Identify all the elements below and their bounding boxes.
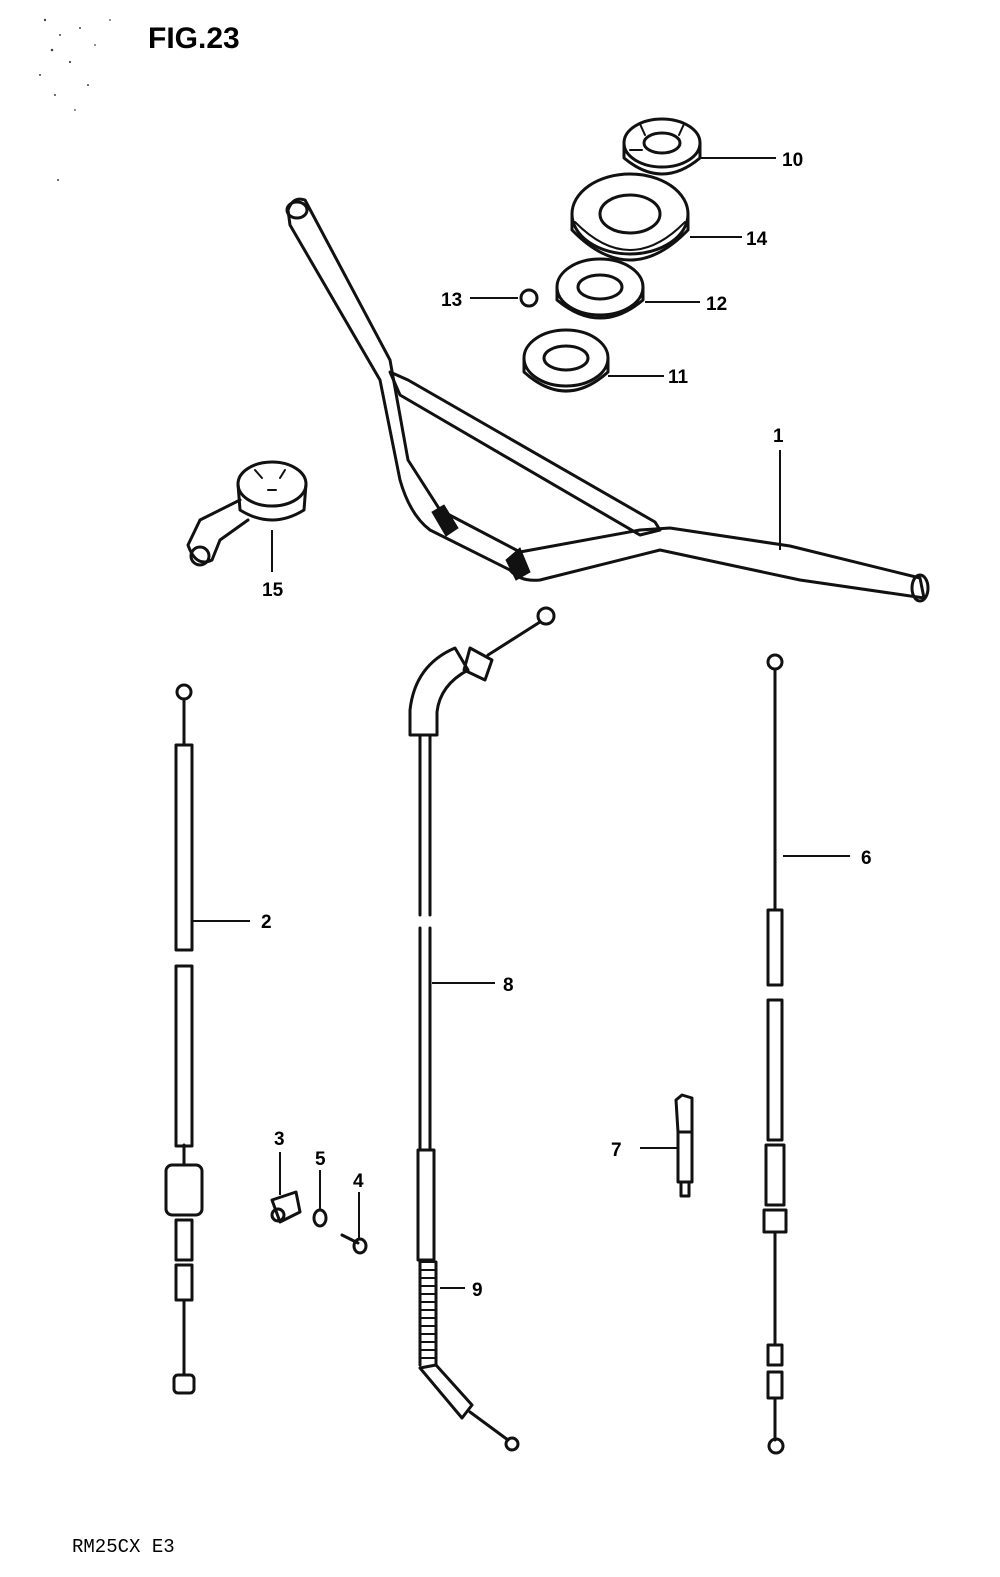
leader-lines	[193, 157, 850, 1289]
part-14-washer	[570, 172, 690, 262]
model-code: RM25CX E3	[72, 1536, 175, 1558]
part-7-adjuster	[674, 1093, 694, 1198]
callout-12: 12	[706, 294, 727, 315]
callout-4: 4	[353, 1171, 364, 1192]
part-5-washer	[312, 1208, 328, 1228]
part-11-bearing-race	[522, 328, 610, 393]
part-3-clamp	[270, 1190, 302, 1224]
callout-9: 9	[472, 1280, 483, 1301]
part-6-cable	[762, 653, 788, 1455]
callout-7: 7	[611, 1140, 622, 1161]
callout-8: 8	[503, 975, 514, 996]
callout-15: 15	[262, 580, 284, 601]
callout-6: 6	[861, 848, 872, 869]
callout-5: 5	[315, 1149, 326, 1170]
print-speckles	[39, 18, 111, 181]
figure-title: FIG.23	[148, 22, 240, 55]
callout-11: 11	[668, 367, 689, 388]
part-1-handlebar	[285, 197, 930, 603]
callout-3: 3	[274, 1129, 285, 1150]
callout-1: 1	[773, 426, 784, 447]
callout-14: 14	[746, 229, 768, 250]
part-4-screw	[340, 1233, 368, 1255]
part-13-steel-ball	[519, 288, 539, 308]
part-12-bearing	[555, 257, 645, 320]
part-10-steering-stem-nut	[622, 117, 702, 176]
callout-2: 2	[261, 912, 272, 933]
part-15-throttle-housing	[186, 460, 308, 567]
part-8-clutch-cable	[408, 606, 556, 1262]
callout-10: 10	[782, 150, 803, 171]
part-2-throttle-cable	[164, 683, 204, 1395]
callout-13: 13	[441, 290, 462, 311]
part-9-cable-boot	[418, 1260, 520, 1452]
